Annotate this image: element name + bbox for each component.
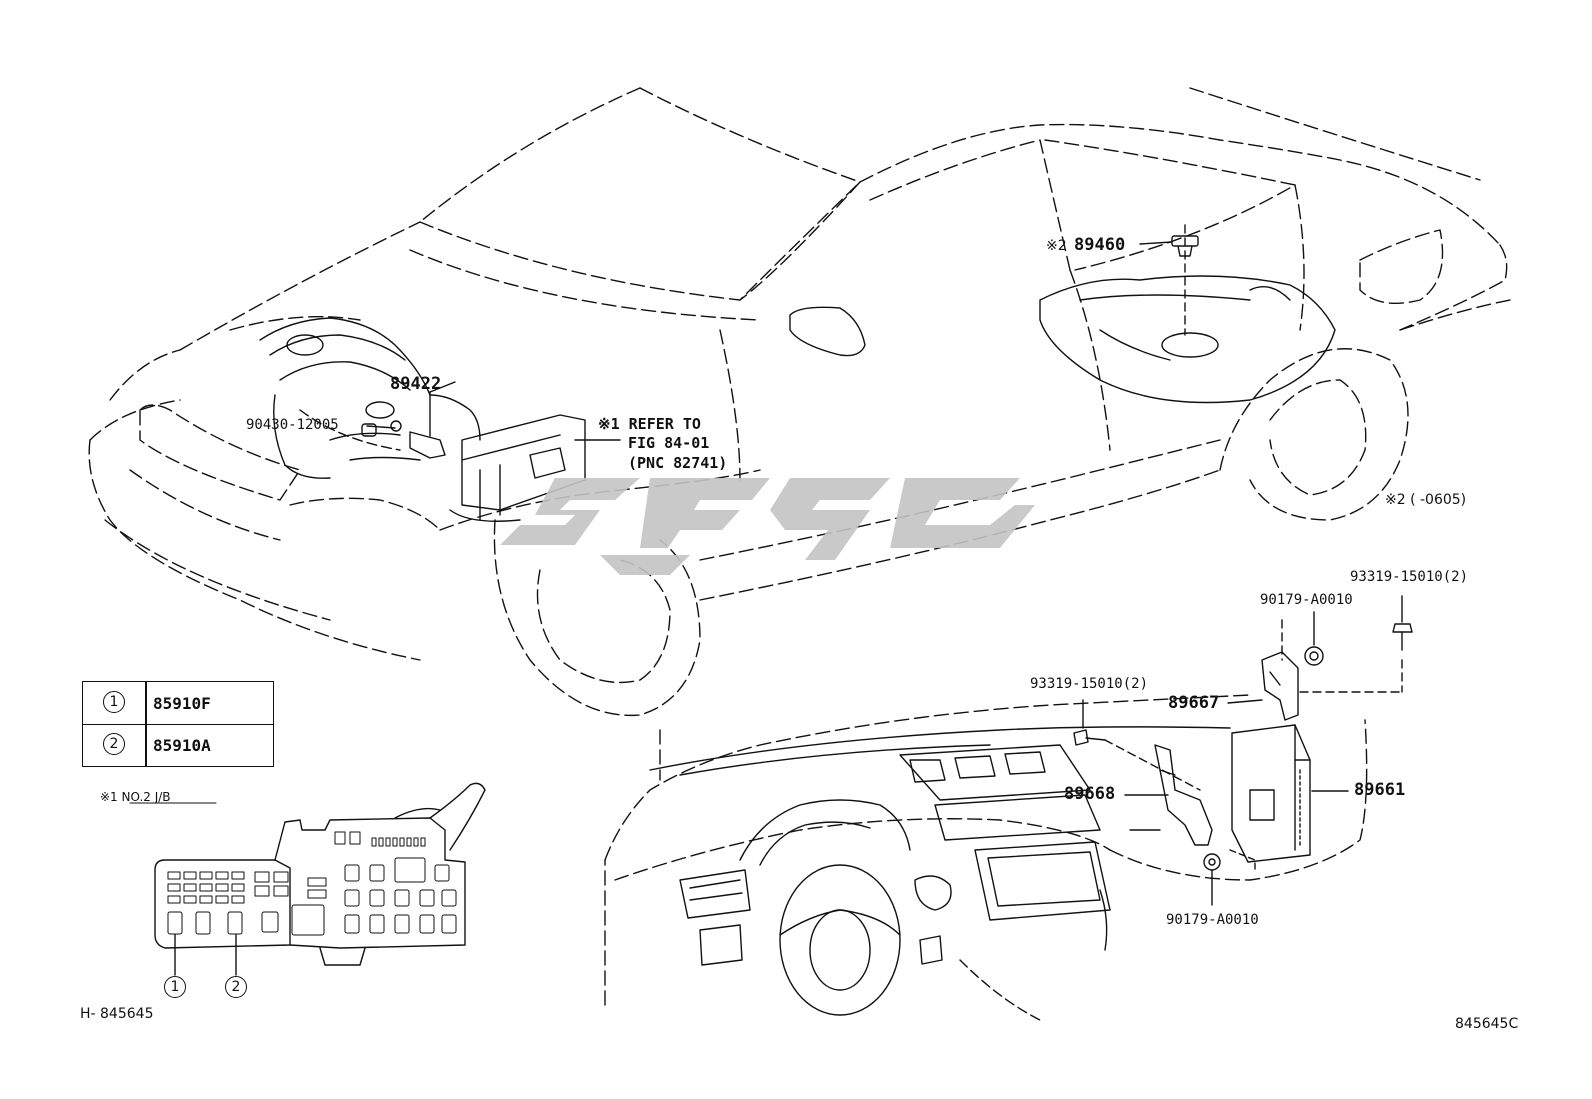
sensor-89460 xyxy=(1139,235,1199,257)
part-label-89422: 89422 xyxy=(390,374,442,394)
legend-row: 2 85910A xyxy=(83,724,273,766)
part-label-90179-A0010-top: 90179-A0010 xyxy=(1260,592,1353,608)
fuel-tank xyxy=(1039,224,1336,404)
part-label-93319-15010-mid: 93319-15010(2) xyxy=(1030,676,1149,692)
callout-2: 2 xyxy=(225,976,247,998)
ecu-assembly xyxy=(1073,595,1413,906)
part-label-93319-15010-top: 93319-15010(2) xyxy=(1350,569,1469,585)
footer-left-code: H- 845645 xyxy=(80,1006,154,1022)
part-label-90179-A0010-bottom: 90179-A0010 xyxy=(1166,912,1259,928)
part-label-90430-12005: 90430-12005 xyxy=(246,417,339,433)
legend-row: 1 85910F xyxy=(83,682,273,725)
watermark xyxy=(500,478,1035,575)
legend-number: 2 xyxy=(103,733,125,755)
legend-table: 1 85910F 2 85910A xyxy=(82,681,274,767)
junction-block-engine xyxy=(449,414,586,522)
sensor-89422 xyxy=(390,381,456,459)
part-label-89661: 89661 xyxy=(1354,780,1406,800)
reference-note-line3: (PNC 82741) xyxy=(628,454,728,472)
legend-part-number: 85910F xyxy=(153,694,211,713)
engine-bay xyxy=(259,317,481,479)
legend-part-number: 85910A xyxy=(153,736,211,755)
car-outline xyxy=(88,87,1511,717)
legend-number: 1 xyxy=(103,691,125,713)
part-label-89460: 89460 xyxy=(1074,235,1126,255)
reference-note-line2: FIG 84-01 xyxy=(628,434,710,452)
reference-note-line1: ※1 REFER TO xyxy=(598,415,701,433)
note-mark-2: ※2 xyxy=(1046,238,1067,254)
note-2-range: ※2 ( -0605) xyxy=(1385,492,1467,508)
footer-right-code: 845645C xyxy=(1455,1016,1519,1032)
jb-note: ※1 NO.2 J/B xyxy=(100,790,171,804)
part-label-89668: 89668 xyxy=(1064,784,1116,804)
callout-1: 1 xyxy=(164,976,186,998)
junction-block-detail xyxy=(154,782,486,976)
part-label-89667: 89667 xyxy=(1168,693,1220,713)
dashboard xyxy=(604,694,1368,1021)
